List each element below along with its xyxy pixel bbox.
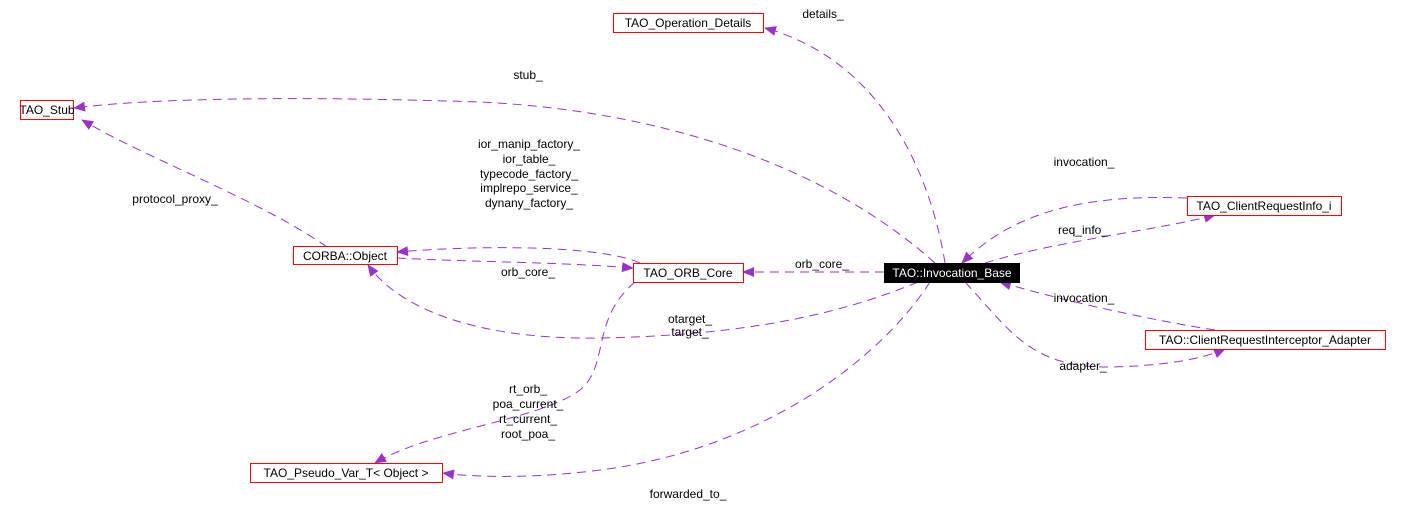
label-forwarded-to: forwarded_to_: [650, 487, 727, 501]
node-corba-object[interactable]: CORBA::Object: [293, 246, 398, 265]
node-label: TAO_Stub: [19, 103, 74, 117]
label-orb-core-invocation: orb_core_: [795, 257, 849, 271]
label-dynany-factory: dynany_factory_: [485, 196, 573, 210]
edges: [73, 26, 1226, 480]
label-ior-table: ior_table_: [503, 152, 556, 166]
edge-stub: [73, 98, 936, 264]
label-root-poa: root_poa_: [501, 427, 555, 441]
label-typecode-factory: typecode_factory_: [480, 167, 578, 181]
edge-pseudo-var-orbcore: [374, 281, 636, 464]
node-label: TAO_ClientRequestInfo_i: [1196, 199, 1331, 213]
label-rt-current: rt_current_: [499, 412, 557, 426]
edge-labels: details_ stub_ ior_manip_factory_ ior_ta…: [132, 7, 1114, 501]
edge-target: [367, 264, 919, 339]
node-tao-stub[interactable]: TAO_Stub: [19, 100, 75, 120]
node-operation-details[interactable]: TAO_Operation_Details: [613, 13, 764, 33]
node-orb-core[interactable]: TAO_ORB_Core: [633, 263, 744, 283]
node-label: TAO::ClientRequestInterceptor_Adapter: [1159, 333, 1371, 347]
label-otarget: otarget_: [668, 312, 712, 326]
edge-forwarded-to: [442, 281, 931, 480]
label-adapter: adapter_: [1059, 359, 1107, 373]
label-invocation-top: invocation_: [1054, 155, 1115, 169]
node-client-request-info[interactable]: TAO_ClientRequestInfo_i: [1187, 196, 1342, 216]
node-interceptor-adapter[interactable]: TAO::ClientRequestInterceptor_Adapter: [1145, 330, 1386, 350]
node-label: TAO::Invocation_Base: [892, 266, 1012, 280]
edge-req-info: [984, 213, 1216, 264]
edge-adapter: [964, 281, 1226, 368]
edge-invocation-top: [961, 197, 1188, 264]
label-target: target_: [671, 325, 709, 339]
node-pseudo-var[interactable]: TAO_Pseudo_Var_T< Object >: [250, 463, 443, 483]
edge-invocation-bottom: [999, 280, 1216, 331]
node-label: TAO_Operation_Details: [625, 16, 752, 30]
label-invocation-bottom: invocation_: [1054, 291, 1115, 305]
label-ior-manip-factory: ior_manip_factory_: [478, 137, 580, 151]
label-rt-orb: rt_orb_: [509, 382, 547, 396]
label-stub: stub_: [513, 68, 543, 82]
edge-protocol-proxy: [81, 119, 328, 248]
node-label: TAO_Pseudo_Var_T< Object >: [264, 466, 429, 480]
label-poa-current: poa_current_: [493, 397, 564, 411]
node-invocation-base[interactable]: TAO::Invocation_Base: [884, 263, 1020, 283]
edge-orbcore-to-object: [396, 246, 641, 264]
edge-details: [764, 26, 946, 264]
label-implrepo-service: implrepo_service_: [480, 181, 578, 195]
label-details: details_: [802, 7, 844, 21]
label-req-info: req_info_: [1058, 223, 1108, 237]
node-label: TAO_ORB_Core: [643, 266, 732, 280]
label-protocol-proxy: protocol_proxy_: [132, 192, 218, 206]
node-label: CORBA::Object: [303, 249, 388, 263]
label-orb-core-object: orb_core_: [501, 265, 555, 279]
